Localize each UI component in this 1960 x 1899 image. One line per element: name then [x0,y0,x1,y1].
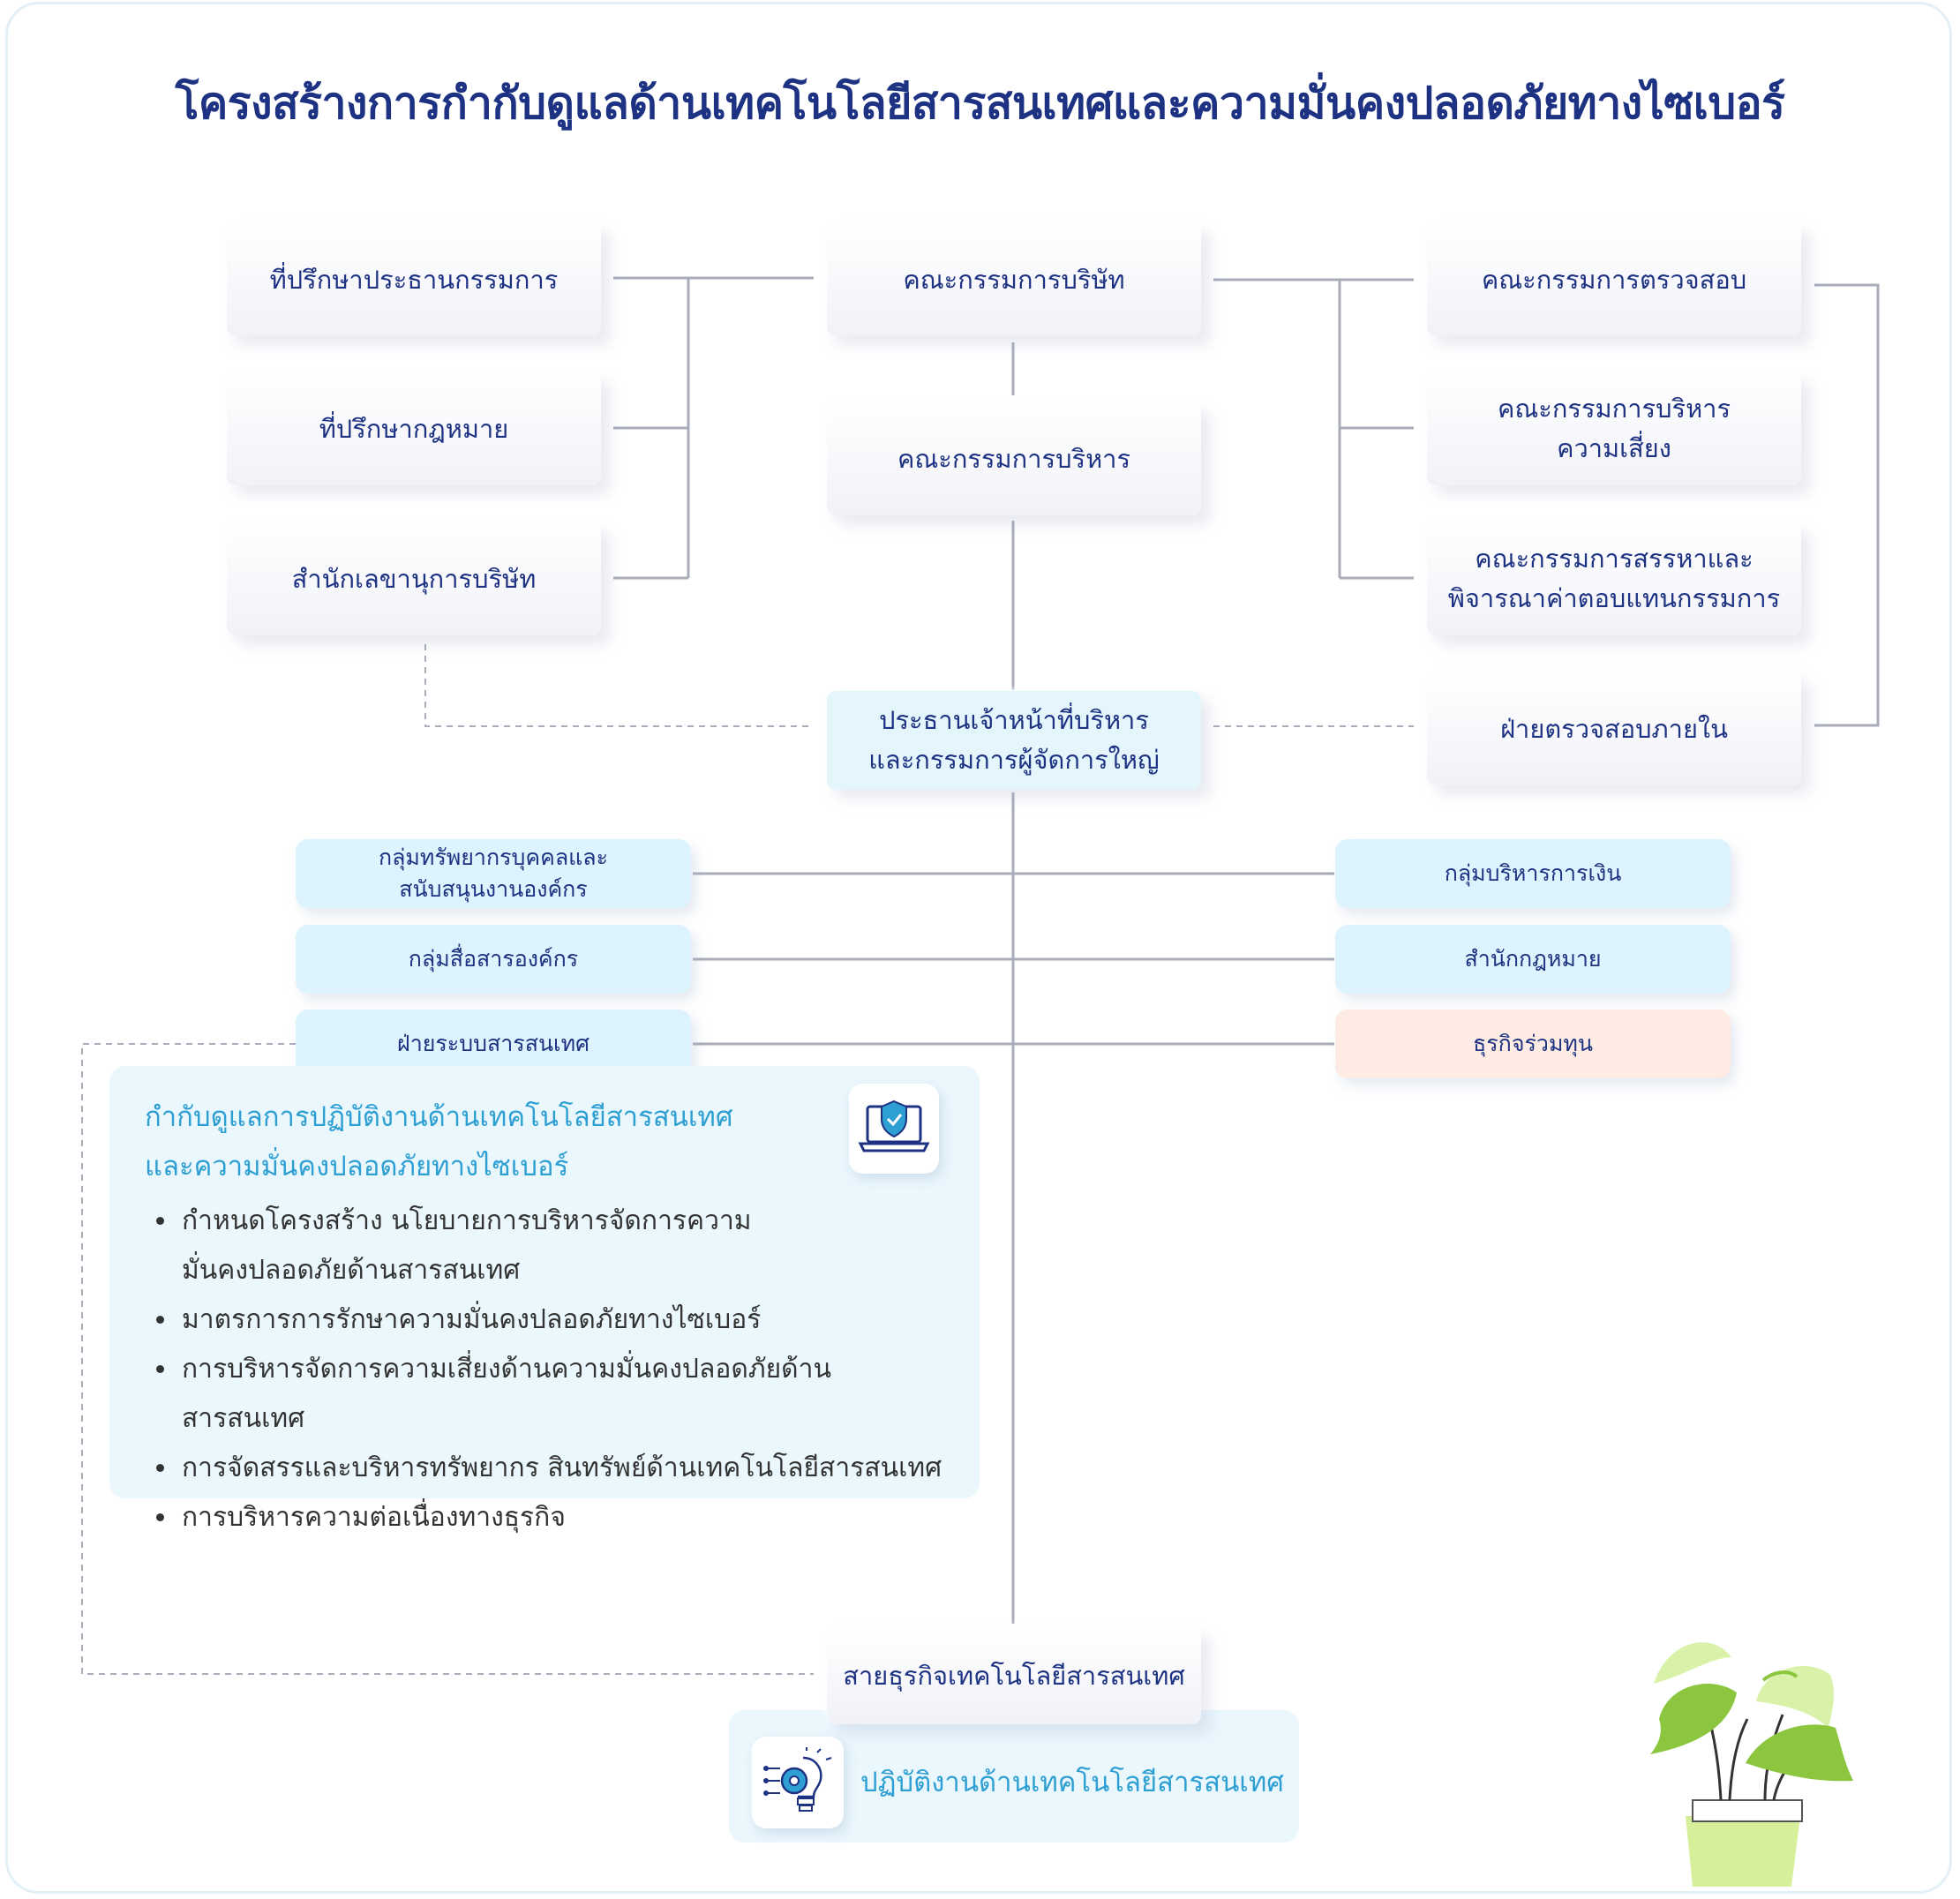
panel-bullet-list: กำหนดโครงสร้าง นโยบายการบริหารจัดการความ… [145,1197,944,1542]
hr-line-2: สนับสนุนงานองค์กร [399,876,588,902]
nomination-line-2: พิจารณาค่าตอบแทนกรรมการ [1447,583,1781,613]
panel-bullet: มาตรการการรักษาความมั่นคงปลอดภัยทางไซเบอ… [178,1295,944,1345]
box-risk-committee: คณะกรรมการบริหาร ความเสี่ยง [1427,372,1801,485]
box-legal-advisor: ที่ปรึกษากฎหมาย [227,372,601,485]
box-chairman-advisor: ที่ปรึกษาประธานกรรมการ [227,223,601,336]
panel-bullet: กำหนดโครงสร้าง นโยบายการบริหารจัดการความ… [178,1197,800,1295]
governance-panel: กำกับดูแลการปฏิบัติงานด้านเทคโนโลยีสารสน… [109,1066,980,1533]
lightbulb-gear-icon [752,1737,844,1828]
it-operations-label: ปฏิบัติงานด้านเทคโนโลยีสารสนเทศ [860,1767,1284,1798]
box-it-business-line: สายธุรกิจเทคโนโลยีสารสนเทศ [827,1627,1201,1724]
page-title: โครงสร้างการกำกับดูแลด้านเทคโนโลยีสารสนเ… [175,78,1785,129]
box-board-of-directors: คณะกรรมการบริษัท [827,223,1201,336]
box-ceo: ประธานเจ้าหน้าที่บริหาร และกรรมการผู้จัด… [827,691,1201,790]
shield-laptop-icon [849,1084,939,1174]
box-internal-audit: ฝ่ายตรวจสอบภายใน [1427,672,1801,785]
risk-line-1: คณะกรรมการบริหาร [1497,394,1731,424]
pill-hr-group: กลุ่มทรัพยากรบุคคลและ สนับสนุนงานองค์กร [296,839,691,908]
panel-title-line-2: และความมั่นคงปลอดภัยทางไซเบอร์ [145,1151,569,1182]
pill-finance-group: กลุ่มบริหารการเงิน [1335,839,1731,908]
box-audit-committee: คณะกรรมการตรวจสอบ [1427,223,1801,336]
panel-bullet: การบริหารความต่อเนื่องทางธุรกิจ [178,1493,944,1542]
pill-corporate-comm: กลุ่มสื่อสารองค์กร [296,925,691,994]
risk-line-2: ความเสี่ยง [1557,433,1671,463]
box-executive-committee: คณะกรรมการบริหาร [827,402,1201,515]
panel-bullet: การบริหารจัดการความเสี่ยงด้านความมั่นคงป… [178,1345,944,1444]
page-frame [5,2,1952,1894]
ceo-line-2: และกรรมการผู้จัดการใหญ่ [868,745,1160,775]
potted-plant-icon [1650,1642,1853,1887]
box-nomination-committee: คณะกรรมการสรรหาและ พิจารณาค่าตอบแทนกรรมก… [1427,522,1801,635]
hr-line-1: กลุ่มทรัพยากรบุคคลและ [378,844,609,870]
pill-legal-office: สำนักกฎหมาย [1335,925,1731,994]
nomination-line-1: คณะกรรมการสรรหาและ [1475,544,1753,574]
box-company-secretary: สำนักเลขานุการบริษัท [227,522,601,635]
panel-bullet: การจัดสรรและบริหารทรัพยากร สินทรัพย์ด้าน… [178,1444,944,1493]
panel-title-line-1: กำกับดูแลการปฏิบัติงานด้านเทคโนโลยีสารสน… [145,1101,733,1133]
ceo-line-1: ประธานเจ้าหน้าที่บริหาร [879,705,1149,735]
pill-joint-venture: ธุรกิจร่วมทุน [1335,1010,1731,1078]
